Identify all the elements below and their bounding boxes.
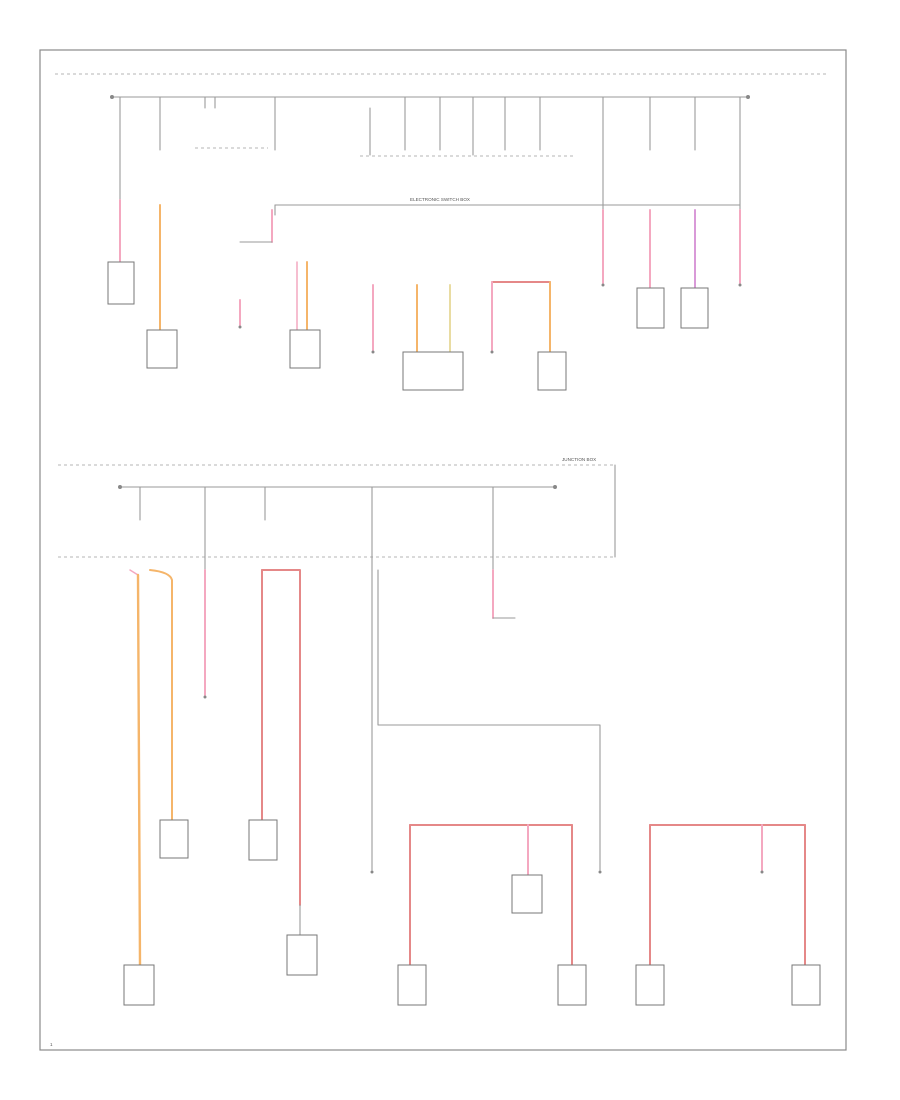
upper-left-branches	[107, 199, 321, 369]
upper-middle-branches	[371, 281, 567, 391]
seat-group-left	[397, 824, 587, 1006]
upper-bus-terminal-left	[110, 95, 114, 99]
lower-fuse-group	[139, 486, 494, 571]
connector-upper-3	[289, 329, 321, 369]
seat-group-right	[635, 824, 821, 1006]
connector-lower-4	[286, 934, 318, 976]
upper-right-branches	[601, 209, 742, 329]
connector-lower-1	[159, 819, 189, 859]
connector-upper-5	[537, 351, 567, 391]
connector-lower-7	[557, 964, 587, 1006]
lower-left-branches	[123, 569, 318, 1006]
connector-upper-7	[680, 287, 709, 329]
connector-lower-8	[635, 964, 665, 1006]
connector-lower-2	[123, 964, 155, 1006]
connector-upper-1	[107, 261, 135, 305]
connector-upper-2	[146, 329, 178, 369]
page-number: 1	[50, 1042, 53, 1047]
connector-upper-6	[636, 287, 665, 329]
connector-lower-6	[511, 874, 543, 914]
upper-bus-terminal-right	[746, 95, 750, 99]
connector-lower-5	[397, 964, 427, 1006]
switch-box-label: ELECTRONIC SWITCH BOX	[410, 197, 470, 202]
diagram-frame	[39, 49, 847, 1051]
connector-upper-4	[402, 351, 464, 391]
lower-middle-branches	[370, 569, 602, 874]
junction-box-label: JUNCTION BOX	[562, 457, 596, 462]
upper-fuse-group	[119, 96, 741, 211]
connector-lower-9	[791, 964, 821, 1006]
connector-lower-3	[248, 819, 278, 861]
